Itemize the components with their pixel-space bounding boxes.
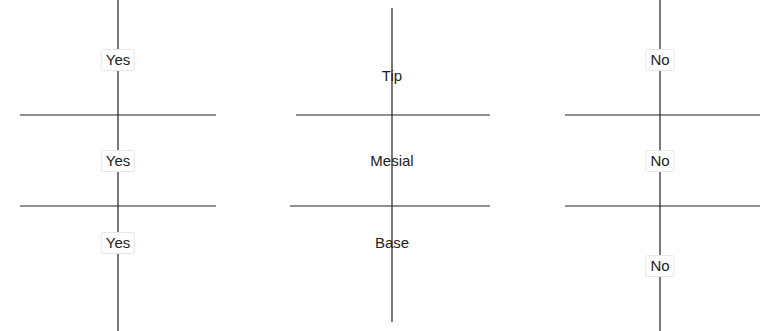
section-label: Yes [101,232,135,254]
shape-path [298,30,488,303]
section-shape: NoNoNo [560,0,760,331]
section-shape: TipMesialBase [280,0,500,331]
section-label: Mesial [370,152,413,170]
section-line [296,114,490,115]
section-label: Yes [101,150,135,172]
section-label: No [645,255,674,277]
section-label: Yes [101,49,135,71]
shape-path [600,28,718,305]
shape-path [35,5,198,298]
section-label: Tip [382,67,402,85]
section-line [20,114,216,115]
section-label: Base [375,234,409,252]
section-shape: YesYesYes [10,0,220,331]
section-line [290,205,490,206]
section-label: No [645,49,674,71]
section-line [20,205,216,206]
section-line [565,114,760,115]
section-label: No [645,150,674,172]
section-line [565,205,760,206]
